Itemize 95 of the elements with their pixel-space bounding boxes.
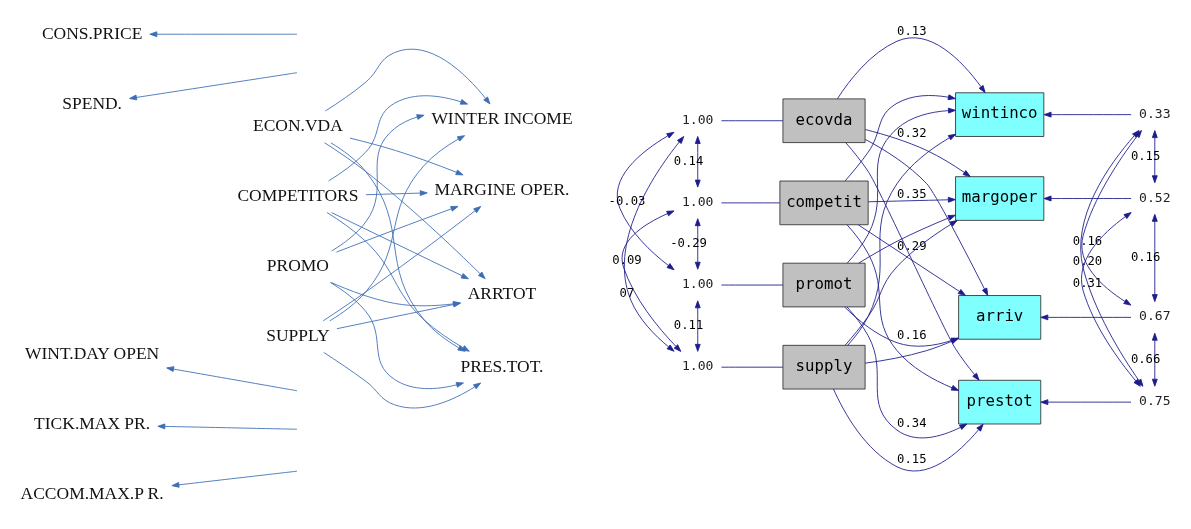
node-text: 0.52 (1139, 189, 1171, 205)
arrow (844, 220, 958, 346)
arrow (846, 306, 968, 439)
arrow (836, 37, 986, 100)
arrow (616, 131, 675, 271)
node-box: arriv (958, 295, 1042, 340)
node-box: wintinco (955, 92, 1045, 137)
edge-label: -0.03 (608, 194, 646, 209)
arrow (324, 142, 486, 280)
edge-label: 0.15 (897, 452, 927, 467)
node-text: CONS.PRICE (41, 22, 143, 43)
arrow (846, 107, 956, 264)
arrow (845, 142, 980, 381)
connector (721, 284, 784, 286)
node-text: MARGINE OPER. (434, 179, 570, 200)
edge-label: 0.20 (1072, 253, 1103, 268)
node-box: ecovda (782, 98, 866, 144)
node-text: 0.67 (1139, 308, 1171, 324)
node-box: prestot (958, 379, 1042, 425)
node-box: margoper (955, 176, 1045, 221)
node-text: WINT.DAY OPEN (25, 343, 160, 364)
edge-label: 0.29 (897, 239, 927, 254)
node-text: PRES.TOT. (460, 355, 544, 376)
arrow (864, 138, 989, 296)
connector (721, 120, 784, 122)
arrow (847, 133, 956, 346)
node-text: ARRTOT (467, 283, 537, 304)
arrow (1043, 195, 1132, 202)
arrow (329, 135, 466, 322)
arrow (864, 337, 959, 364)
arrow (328, 95, 469, 182)
arrow (349, 137, 464, 176)
arrow (858, 224, 966, 296)
arrow (1040, 314, 1132, 321)
edge-label: 07 (619, 286, 635, 301)
node-text: 1.00 (681, 276, 714, 292)
arrow (858, 214, 956, 264)
arrow (1151, 130, 1158, 184)
arrow (1043, 111, 1132, 118)
arrow (166, 366, 298, 392)
edge-label: 0.14 (673, 154, 704, 169)
node-text: SPEND. (62, 92, 122, 113)
node-text: 1.00 (681, 111, 714, 127)
arrow (1151, 332, 1158, 387)
node-text: 1.00 (681, 193, 714, 209)
edge-label: 0.31 (1072, 276, 1103, 291)
node-text: SUPPLY (266, 324, 330, 345)
arrow (844, 306, 959, 347)
arrow (1040, 399, 1132, 406)
node-text: ECON.VDA (253, 115, 343, 136)
arrow (624, 136, 685, 352)
arrow (694, 136, 701, 188)
arrow (833, 388, 984, 472)
arrow (1081, 212, 1141, 387)
edge-label: 0.15 (1130, 148, 1161, 163)
node-text: 0.33 (1139, 105, 1171, 121)
arrow (864, 129, 971, 177)
arrow (129, 72, 298, 101)
connector (721, 366, 784, 368)
node-text: PROMO (266, 255, 330, 276)
node-text: WINTER INCOME (431, 108, 573, 129)
node-text: COMPETITORS (237, 185, 359, 206)
edge-label: -0.29 (670, 236, 707, 251)
arrow (846, 224, 959, 391)
edge-label: 0.32 (897, 125, 927, 140)
arrow (844, 94, 956, 182)
arrow (336, 205, 459, 253)
connector (721, 202, 781, 204)
edge-label: 0.16 (1130, 250, 1161, 265)
arrow (867, 196, 956, 203)
edge-label: 0.34 (897, 415, 927, 430)
arrow (365, 190, 428, 196)
arrow (694, 300, 701, 352)
arrow (331, 212, 469, 280)
arrow (1151, 213, 1158, 303)
arrow (331, 114, 425, 252)
edge-label: 0.13 (897, 24, 927, 39)
arrow (149, 31, 298, 38)
arrow (323, 351, 482, 409)
node-box: competit (779, 180, 869, 226)
arrow (694, 218, 701, 270)
node-box: supply (782, 344, 866, 390)
arrow (171, 470, 298, 488)
edge-label: 0.66 (1130, 351, 1161, 366)
node-text: 0.75 (1139, 393, 1171, 409)
edge-label: 0.35 (897, 186, 927, 201)
node-text: TICK.MAX PR. (34, 413, 151, 434)
edge-label: 0.16 (897, 328, 927, 343)
node-text: ACCOM.MAX.P R. (20, 483, 164, 504)
arrow (621, 210, 682, 352)
arrow (322, 206, 482, 322)
arrow (157, 423, 298, 430)
node-box: promot (782, 262, 866, 308)
arrow (325, 48, 491, 112)
node-text: 1.00 (681, 358, 714, 374)
